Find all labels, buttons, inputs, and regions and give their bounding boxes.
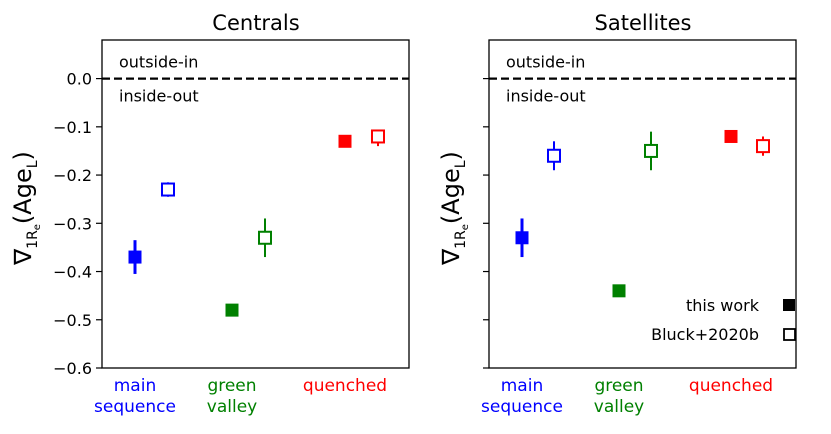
- legend-marker-filled: [783, 299, 795, 311]
- annotation-outside-in: outside-in: [119, 53, 198, 72]
- category-label: main: [501, 376, 543, 396]
- legend-label: this work: [686, 296, 760, 315]
- chart-title: Satellites: [595, 11, 692, 35]
- y-tick-label: −0.5: [53, 311, 92, 330]
- y-tick-label: −0.6: [53, 359, 92, 378]
- data-point-open: [547, 148, 561, 163]
- data-point-open: [371, 129, 385, 144]
- panel-centrals: Centrals 0.0 −0.1 −0.2 −0.3 −0.4 −0.5 −0.6 ∇1Re(…: [9, 11, 410, 417]
- chart-title: Centrals: [212, 11, 299, 35]
- plot-frame: [101, 39, 410, 369]
- y-tick-label: −0.2: [53, 166, 92, 185]
- data-point-open: [161, 182, 175, 197]
- category-label: green: [594, 376, 643, 396]
- annotation-inside-out: inside-out: [119, 87, 199, 106]
- data-point-open: [756, 139, 770, 154]
- data-point-filled: [515, 231, 529, 245]
- category-label: valley: [207, 397, 257, 417]
- y-tick-label: −0.3: [53, 214, 92, 233]
- category-label: valley: [594, 397, 644, 417]
- y-axis-label: ∇1Re(AgeL): [437, 151, 471, 266]
- data-point-filled: [338, 134, 352, 148]
- annotation-outside-in: outside-in: [506, 53, 585, 72]
- category-label: green: [207, 376, 256, 396]
- data-point-filled: [128, 250, 142, 264]
- data-point-filled: [225, 303, 239, 317]
- data-point-open: [644, 143, 658, 158]
- category-label: sequence: [94, 397, 176, 417]
- y-tick-label: 0.0: [67, 70, 92, 89]
- plot-frame: [488, 39, 797, 369]
- category-label: main: [114, 376, 156, 396]
- legend-label: Bluck+2020b: [651, 325, 759, 344]
- legend-marker-open: [783, 328, 796, 341]
- annotation-inside-out: inside-out: [506, 87, 586, 106]
- data-point-filled: [724, 129, 738, 143]
- y-axis-label: ∇1Re(AgeL): [9, 151, 43, 266]
- panel-satellites: Satellites ∇1Re(AgeL) outside-in inside-out…: [437, 11, 797, 417]
- category-label: quenched: [303, 376, 387, 396]
- data-point-open: [258, 230, 272, 245]
- y-tick-label: −0.4: [53, 263, 92, 282]
- category-label: quenched: [689, 376, 773, 396]
- data-point-filled: [612, 284, 626, 298]
- y-tick-label: −0.1: [53, 118, 92, 137]
- category-label: sequence: [481, 397, 563, 417]
